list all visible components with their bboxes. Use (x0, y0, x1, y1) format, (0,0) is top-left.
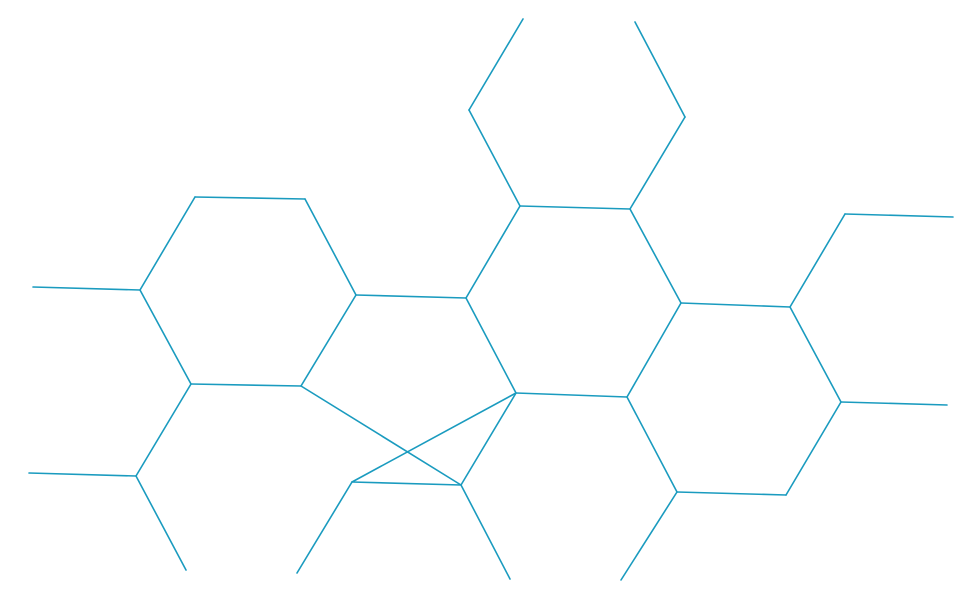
hex-edge-4 (300, 294, 357, 387)
hex-edge-7 (355, 294, 467, 299)
hex-edge-32 (620, 491, 678, 581)
hex-edge-29 (135, 475, 187, 571)
hex-edge-6 (139, 289, 192, 385)
hex-edge-9 (351, 392, 517, 483)
hex-edge-36 (840, 401, 948, 406)
hex-edge-33 (468, 18, 524, 111)
hex-edge-18 (468, 109, 521, 207)
hex-edge-10 (351, 481, 462, 486)
hex-edge-34 (634, 21, 686, 118)
hex-edge-19 (629, 116, 686, 210)
hexagon-edges (28, 18, 954, 581)
hex-edge-2 (194, 196, 306, 200)
hex-edge-12 (460, 392, 517, 486)
hex-edge-30 (296, 481, 353, 574)
hex-edge-23 (676, 491, 787, 496)
hex-edge-14 (519, 205, 631, 210)
hex-edge-24 (626, 396, 678, 493)
hex-edge-5 (190, 383, 302, 387)
hex-edge-3 (304, 198, 357, 296)
hex-edge-21 (789, 306, 842, 403)
hex-edge-25 (789, 213, 846, 308)
hex-edge-35 (844, 213, 954, 218)
hex-edge-22 (785, 401, 842, 496)
hex-edge-17 (515, 392, 628, 398)
hex-edge-26 (135, 383, 192, 477)
hex-edge-28 (28, 472, 137, 477)
hex-edge-11 (300, 385, 462, 486)
hex-edge-31 (460, 484, 511, 580)
hex-edge-15 (629, 208, 682, 304)
hex-edge-13 (465, 205, 521, 299)
hex-edge-16 (626, 302, 682, 398)
hex-edge-27 (32, 286, 141, 291)
hex-edge-20 (680, 302, 791, 308)
hex-edge-8 (465, 297, 517, 394)
hex-edge-1 (139, 196, 196, 291)
